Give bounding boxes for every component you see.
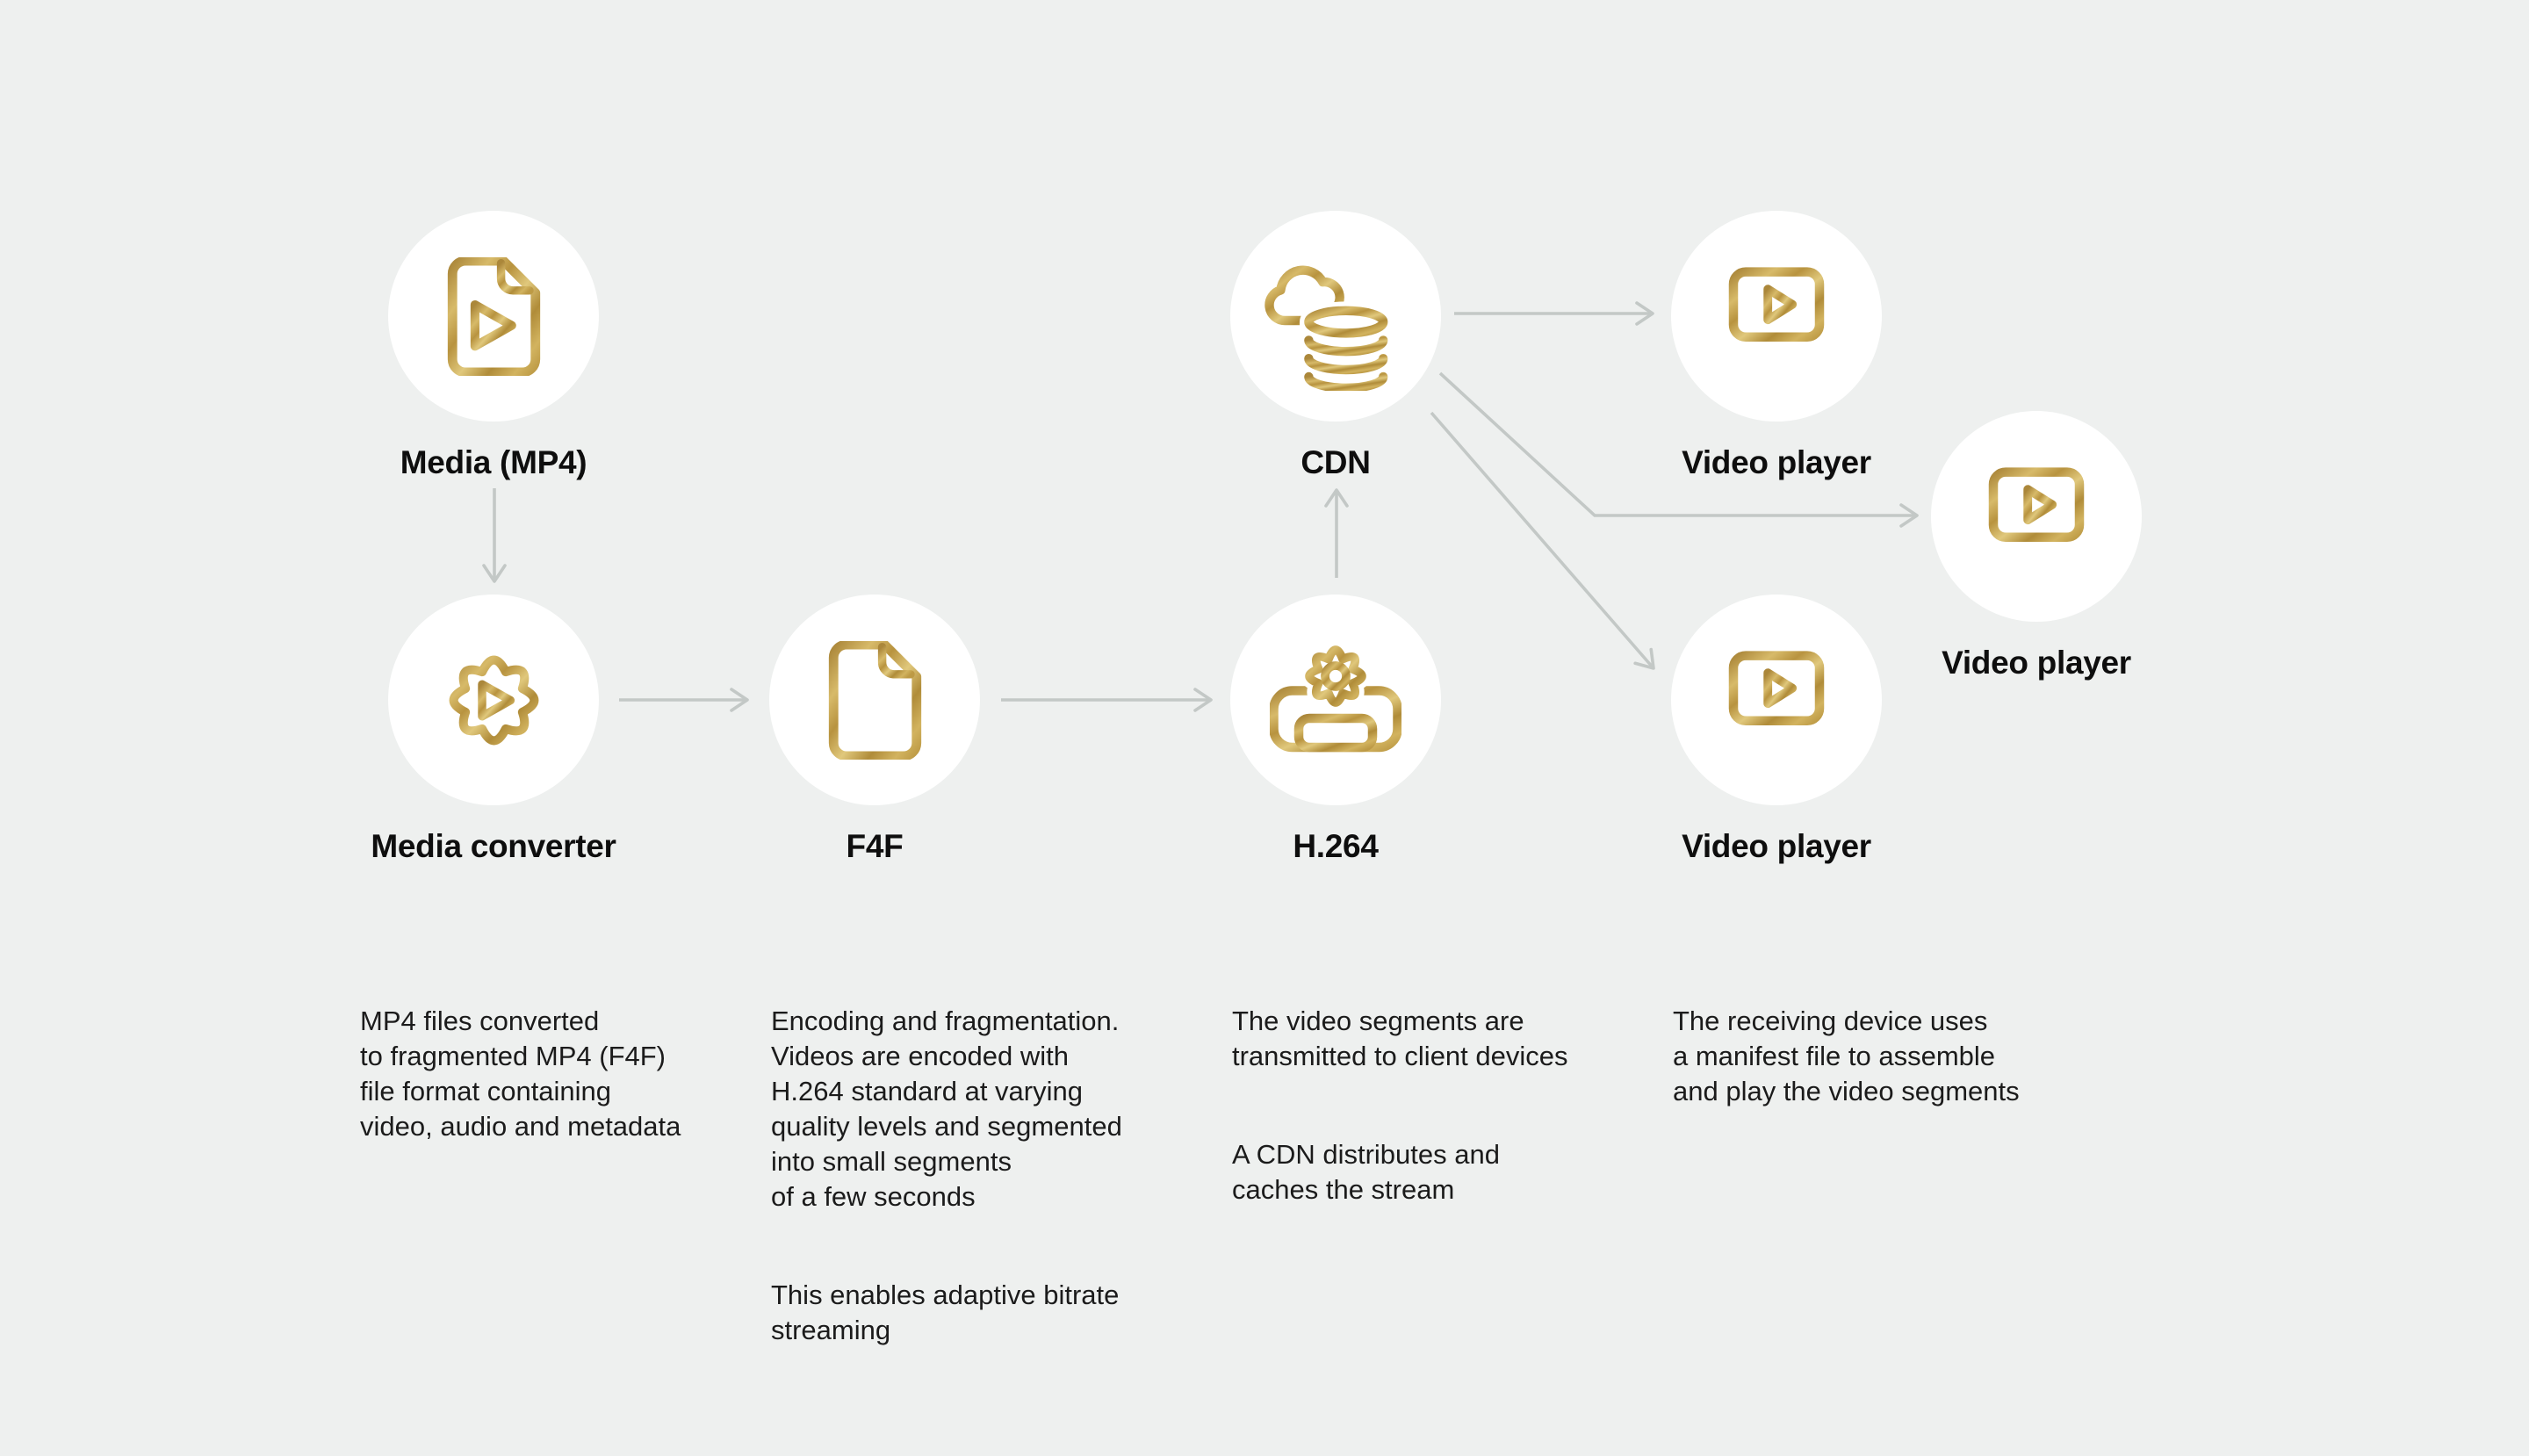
description-paragraph: The receiving device uses a manifest fil… — [1673, 1006, 2020, 1106]
laptop-play-icon — [1715, 638, 1838, 761]
node-label-media-mp4: Media (MP4) — [400, 444, 587, 480]
node-video-player-top — [1671, 211, 1882, 422]
node-f4f — [769, 595, 980, 805]
description-media-converter: MP4 files converted to fragmented MP4 (F… — [360, 969, 799, 1179]
description-encoding: Encoding and fragmentation. Videos are e… — [771, 969, 1210, 1383]
node-media-mp4 — [388, 211, 599, 422]
laptop-play-icon — [1715, 255, 1838, 378]
file-lines-icon — [816, 640, 934, 760]
badge-play-icon — [435, 641, 553, 760]
cloud-database-icon — [1261, 250, 1401, 391]
arrow-cdn-to-player-bottom — [1430, 411, 1655, 670]
encoder-gear-icon — [1270, 634, 1401, 766]
description-paragraph: This enables adaptive bitrate streaming — [771, 1279, 1120, 1345]
description-paragraph: A CDN distributes and caches the stream — [1232, 1139, 1500, 1205]
description-transmission: The video segments are transmitted to cl… — [1232, 969, 1671, 1243]
node-h264 — [1230, 595, 1441, 805]
node-cdn — [1230, 211, 1441, 422]
laptop-play-icon — [1975, 455, 2098, 578]
description-paragraph: MP4 files converted to fragmented MP4 (F… — [360, 1006, 681, 1142]
node-label-f4f: F4F — [846, 828, 904, 864]
node-video-player-bottom — [1671, 595, 1882, 805]
node-media-converter — [388, 595, 599, 805]
node-label-media-converter: Media converter — [371, 828, 616, 864]
arrow-cdn-to-player-right — [1438, 371, 1919, 528]
node-label-video-player-top: Video player — [1682, 444, 1871, 480]
file-play-icon — [435, 256, 553, 376]
node-label-cdn: CDN — [1301, 444, 1371, 480]
node-label-video-player-bottom: Video player — [1682, 828, 1871, 864]
node-label-h264: H.264 — [1293, 828, 1379, 864]
node-label-video-player-right: Video player — [1942, 645, 2131, 681]
description-paragraph: The video segments are transmitted to cl… — [1232, 1006, 1568, 1071]
description-playback: The receiving device uses a manifest fil… — [1673, 969, 2112, 1144]
node-video-player-right — [1931, 411, 2142, 622]
description-paragraph: Encoding and fragmentation. Videos are e… — [771, 1006, 1122, 1212]
